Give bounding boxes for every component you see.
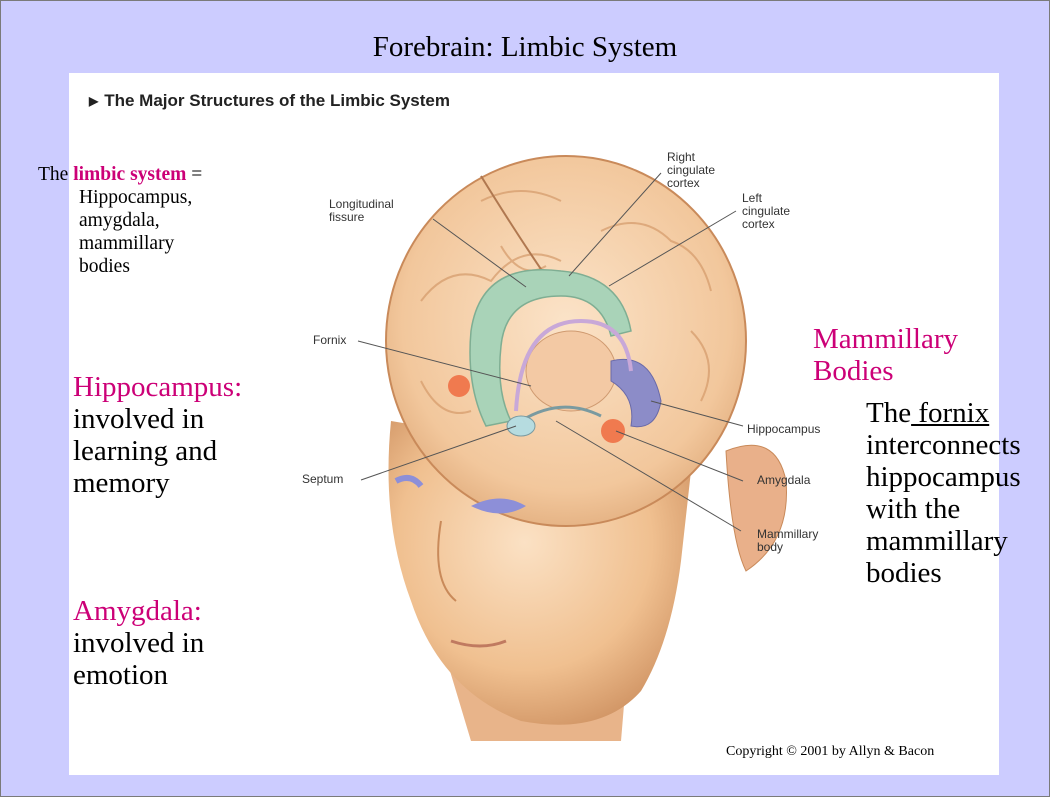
thalamus-shape — [526, 331, 616, 411]
definition-term: limbic system — [73, 164, 186, 185]
fornix-term: fornix — [911, 397, 989, 429]
hippocampus-heading: Hippocampus: — [73, 371, 303, 403]
hippocampus-block: Hippocampus: involved in learning and me… — [73, 371, 303, 499]
label-amygdala: Amygdala — [757, 474, 810, 487]
amygdala-right-shape — [601, 419, 625, 443]
septum-shape — [507, 416, 535, 436]
copyright-notice: Copyright © 2001 by Allyn & Bacon — [726, 744, 934, 760]
amygdala-block: Amygdala: involved in emotion — [73, 595, 303, 691]
definition-body: Hippocampus, amygdala, mammillary bodies — [79, 186, 229, 278]
label-fornix: Fornix — [313, 334, 346, 347]
amygdala-heading: Amygdala: — [73, 595, 303, 627]
amygdala-left-shape — [448, 375, 470, 397]
mammillary-description: The fornix interconnects hippocampus wit… — [866, 397, 1050, 589]
label-right-cingulate-cortex: Right cingulate cortex — [667, 151, 737, 190]
fornix-prefix: The — [866, 397, 911, 429]
amygdala-description: involved in emotion — [73, 627, 253, 691]
label-longitudinal-fissure: Longitudinal fissure — [329, 198, 409, 224]
mammillary-heading: Mammillary Bodies — [813, 323, 1013, 387]
label-septum: Septum — [302, 473, 343, 486]
hippocampus-description: involved in learning and memory — [73, 403, 303, 499]
definition-equals: = — [191, 164, 202, 185]
label-left-cingulate-cortex: Left cingulate cortex — [742, 192, 802, 231]
limbic-definition: The limbic system = Hippocampus, amygdal… — [38, 163, 308, 278]
definition-prefix: The — [38, 164, 68, 185]
label-hippocampus: Hippocampus — [747, 423, 820, 436]
label-mammillary-body: Mammillary body — [757, 528, 827, 554]
fornix-description: interconnects hippocampus with the mammi… — [866, 429, 1050, 589]
